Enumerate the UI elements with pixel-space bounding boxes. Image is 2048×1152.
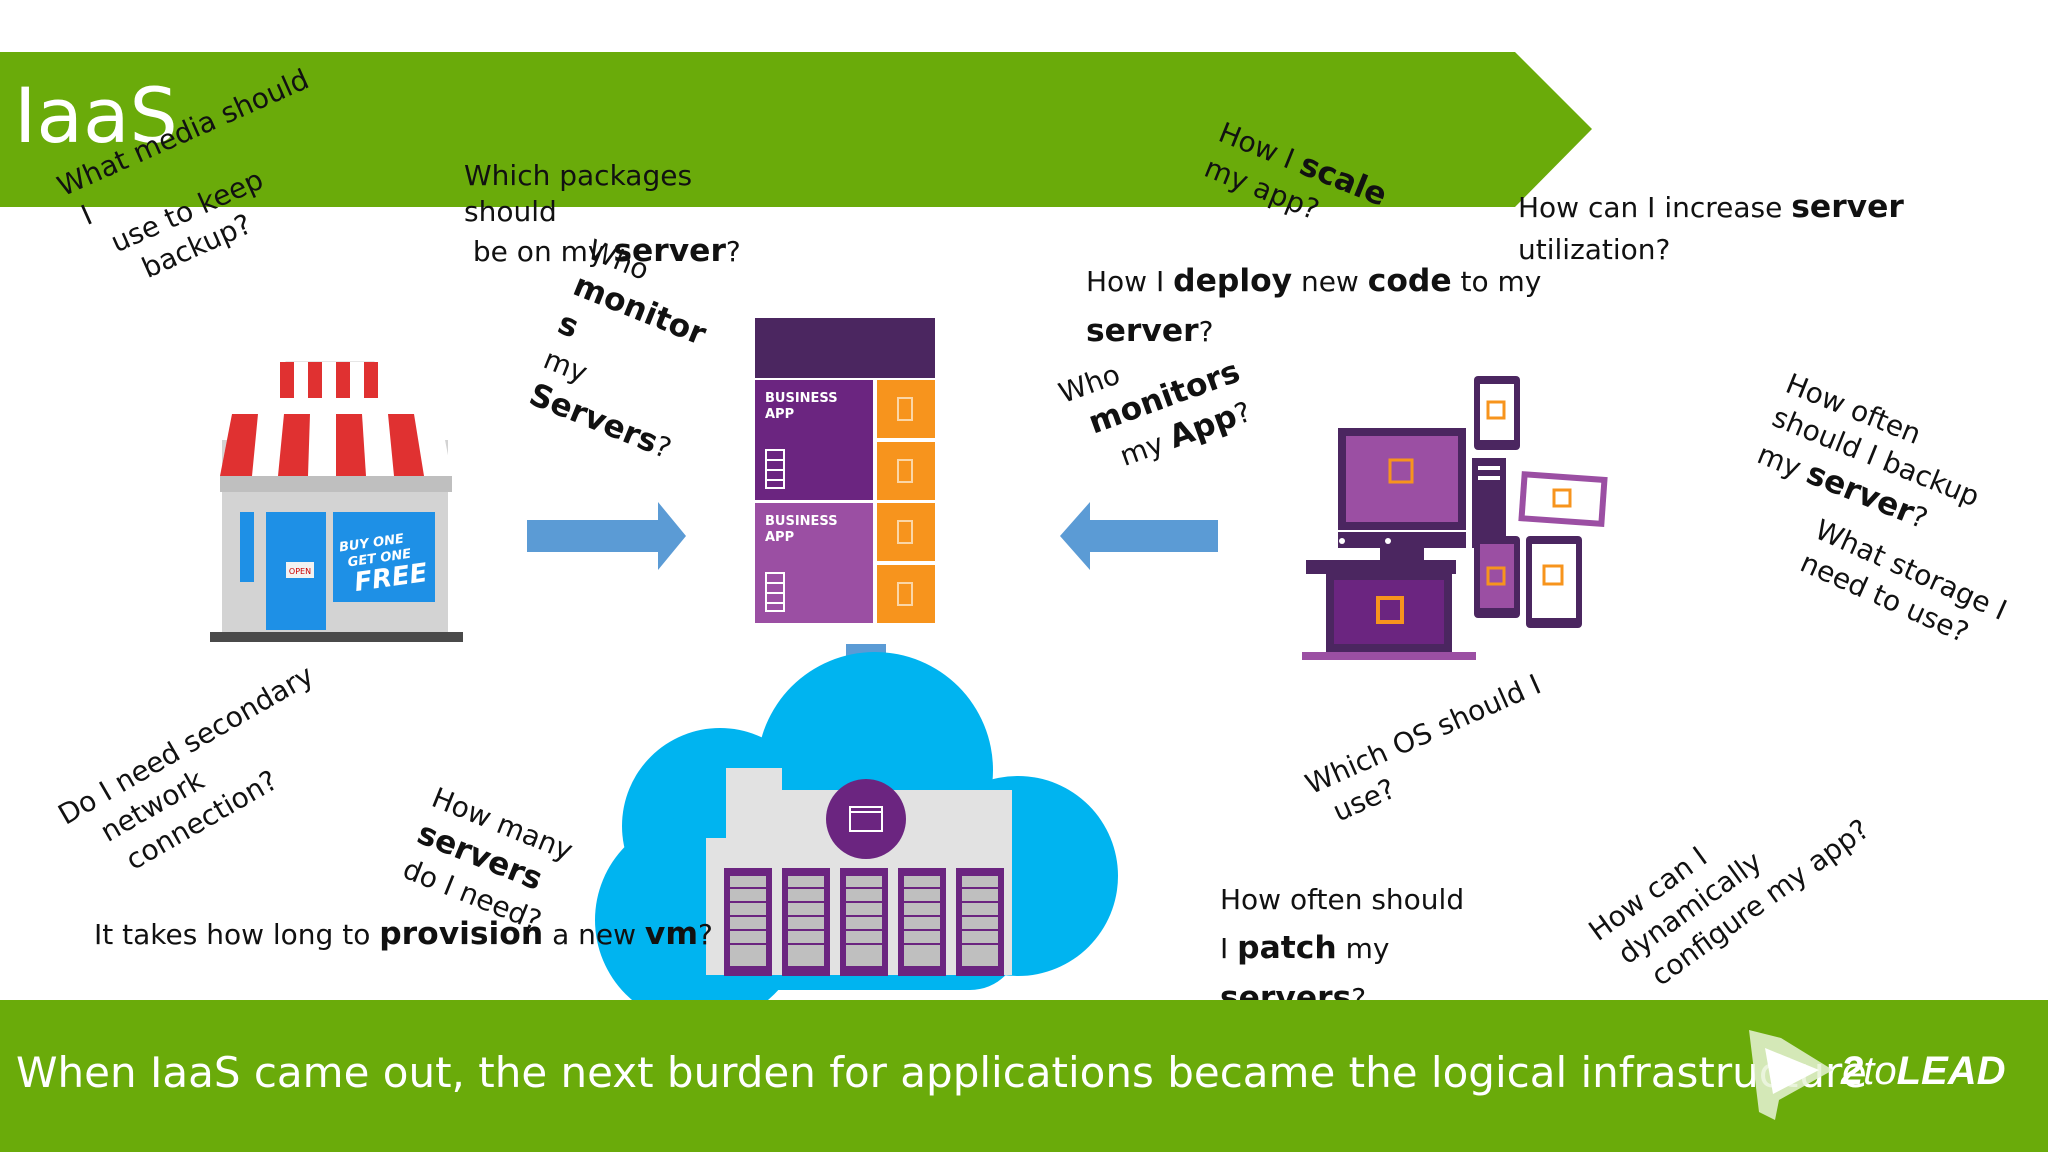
footer-bar: [0, 1000, 2048, 1152]
question-deploy: How I deploy new code to my server?: [1086, 263, 1542, 350]
svg-text:BUSINESS: BUSINESS: [765, 514, 838, 529]
svg-text:APP: APP: [765, 530, 794, 545]
devices-icon: [1302, 376, 1608, 660]
svg-text:OPEN: OPEN: [289, 567, 311, 576]
arrow-left-icon: [1060, 502, 1218, 570]
header-banner: [0, 52, 1592, 207]
storefront-icon: OPEN BUY ONE GET ONE FREE: [210, 361, 463, 642]
2tolead-logo: 2toLEAD: [1749, 1030, 2006, 1120]
svg-text:2toLEAD: 2toLEAD: [1840, 1049, 2006, 1093]
question-patch: How often should I patch my servers?: [1220, 883, 1465, 1016]
arrow-right-icon: [527, 502, 686, 570]
svg-text:BUSINESS: BUSINESS: [765, 391, 838, 406]
question-packages: Which packages should be on my server?: [464, 159, 741, 269]
question-provision: It takes how long to provision a new vm?: [94, 916, 713, 952]
footer-caption: When IaaS came out, the next burden for …: [16, 1048, 1868, 1097]
svg-text:APP: APP: [765, 407, 794, 422]
slide-title: IaaS: [14, 71, 178, 160]
server-cabinets: [724, 868, 1004, 976]
cloud-datacenter-icon: [595, 652, 1118, 1025]
server-rack-icon: BUSINESS APP BUSINESS APP: [755, 318, 935, 623]
question-increase-utilization: How can I increase server utilization?: [1518, 189, 1904, 266]
